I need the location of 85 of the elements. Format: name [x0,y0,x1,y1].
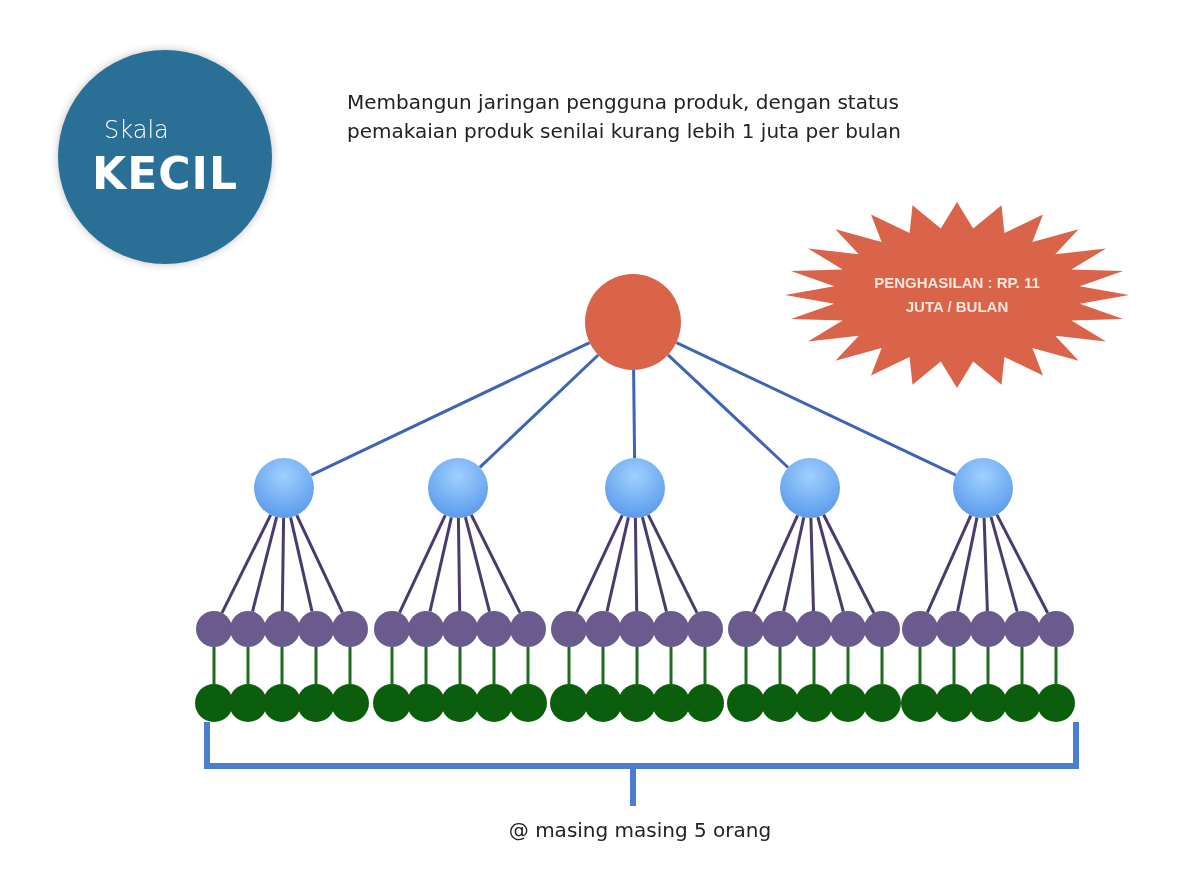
connector-line [669,647,673,684]
connector-line [310,341,591,477]
connector-line [846,647,850,684]
member-circle [551,611,587,647]
connector-line [812,647,816,684]
connector-line [212,647,216,684]
connector-line [995,513,1050,614]
connector-line [575,514,624,614]
connector-line [809,517,815,612]
connector-line [666,353,790,469]
connector-line [918,647,922,684]
connector-line [428,516,453,612]
member-circle [686,684,724,722]
connector-line [822,514,876,614]
connector-line [478,353,600,469]
member-circle [901,684,939,722]
connector-line [635,647,639,684]
connector-line [640,516,668,612]
connector-line [632,370,637,458]
connector-line [782,517,806,612]
connector-line [469,514,522,614]
connector-line [458,647,462,684]
connector-line [348,647,352,684]
connector-line [633,517,639,612]
connector-line [220,514,273,614]
connector-line [1020,647,1024,684]
connector-line [986,647,990,684]
member-circle [196,611,232,647]
connector-line [982,517,989,612]
scale-label: Skala [104,115,169,144]
member-circle [727,684,765,722]
connector-line [280,517,286,612]
member-circle [374,611,410,647]
connector-line [605,516,630,612]
member-circle [780,458,840,518]
member-circle [550,684,588,722]
member-circle [428,458,488,518]
connector-line [424,647,428,684]
member-circle [728,611,764,647]
member-circle [509,684,547,722]
connector-line [526,647,530,684]
connector-line [398,514,447,614]
connector-line [567,647,571,684]
member-circle [953,458,1013,518]
member-circle [373,684,411,722]
connector-line [1054,647,1058,684]
connector-line [295,514,344,614]
connector-line [778,647,782,684]
member-circle [687,611,723,647]
connector-line [816,516,845,612]
connector-line [989,516,1019,613]
connector-line [289,516,314,612]
connector-line [251,516,279,612]
member-circle [605,458,665,518]
connector-line [314,647,318,684]
scale-heading: KECIL [92,147,238,199]
connector-line [956,517,979,612]
connector-line [925,514,973,614]
connector-line [752,514,799,614]
description-text: Membangun jaringan pengguna produk, dengan status pemakaian produk senilai kurang lebih 1 juta per bulan [347,89,902,145]
group-size-note: @ masing masing 5 orang [507,818,773,842]
member-circle [331,684,369,722]
connector-line [456,517,462,612]
member-circle [1038,611,1074,647]
member-circle [1037,684,1075,722]
connector-line [952,647,956,684]
member-circle [332,611,368,647]
connector-line [675,341,957,477]
member-circle [510,611,546,647]
connector-line [703,647,707,684]
connector-line [646,514,699,614]
connector-line [390,647,394,684]
connector-line [246,647,250,684]
member-circle [902,611,938,647]
member-circle [863,684,901,722]
member-circle [195,684,233,722]
member-circle [864,611,900,647]
income-text: PENGHASILAN : RP. 11 JUTA / BULAN [873,273,1041,317]
connector-line [880,647,884,684]
connector-line [601,647,605,684]
connector-line [463,516,491,612]
connector-line [744,647,748,684]
member-circle [254,458,314,518]
connector-line [492,647,496,684]
connector-line [280,647,284,684]
